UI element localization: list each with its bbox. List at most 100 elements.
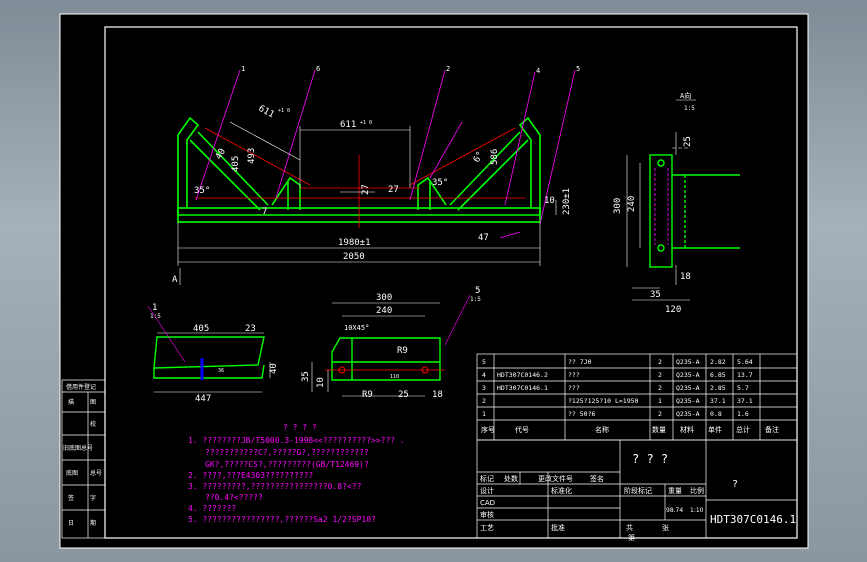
tb-file: 更改文件号	[538, 474, 573, 483]
bom-cell-name: ?125?125?10 L=1950	[568, 397, 639, 405]
inner-frame	[104, 26, 798, 539]
bom-cell-name: ???	[568, 371, 580, 379]
leader-label-2: 2	[446, 65, 450, 73]
tb-q: ?	[732, 479, 738, 490]
main-view: 2050 1980±1 611 +1 0 611 +1 0 405 493 58…	[172, 65, 580, 285]
dim-slope-tol: +1 0	[278, 108, 290, 114]
strip-cell-10: 期	[90, 519, 96, 527]
tb-scale-val: 1:10	[690, 507, 704, 514]
detail5-dim-18: 18	[432, 390, 443, 400]
strip-cell-4: 旧底图总号	[63, 444, 93, 452]
view-a-title: A向	[680, 91, 691, 100]
notes-line-5: 3. ?????????,????????????????0.8?<??	[188, 482, 362, 491]
bom-cell-mat: Q235-A	[676, 358, 700, 366]
dim-e: 6°	[472, 150, 486, 164]
tb-design: 设计	[480, 486, 494, 495]
dim-height-a: 405	[231, 156, 241, 172]
bom-h-w2: 总计	[736, 425, 750, 434]
tb-weight-val: 98.74	[666, 507, 683, 514]
notes-line-7: 4. ???????	[188, 504, 236, 513]
view-a-dim-18: 18	[680, 272, 691, 282]
notes-title: ? ? ? ?	[283, 423, 317, 432]
detail1-dim-23: 23	[245, 324, 256, 334]
leader-label-1: 1	[241, 65, 245, 73]
bom-cell-w1: 37.1	[710, 397, 726, 405]
dim-height-b: 493	[247, 148, 257, 164]
detail1-dim-405: 405	[193, 324, 209, 334]
detail-5: 300 240 10X45° R9 R9 110 35 10 25 18 5 1…	[301, 286, 481, 400]
tb-scale: 比例	[690, 486, 704, 495]
detail5-chamfer: 10X45°	[344, 324, 369, 332]
bom-h-no: 序号	[481, 425, 495, 434]
view-a-dim-25: 25	[683, 136, 693, 147]
detail5-dim-10: 10	[316, 377, 326, 388]
dim-angle-right: 35°	[432, 178, 448, 188]
notes-line-3: GK?,?????CS?,?????????(GB/T12469)?	[205, 460, 369, 469]
tb-mark: 标记	[480, 474, 494, 483]
leader-label-4: 4	[536, 67, 540, 75]
notes-line-4: 2. ????,???E4303??????????	[188, 471, 313, 480]
bom-h-name: 名称	[595, 425, 609, 434]
dim-27-a: 27	[361, 184, 371, 195]
strip-cell-2: 图	[90, 399, 96, 406]
leader-label-6: 6	[316, 65, 320, 73]
tb-qty: 处数	[504, 474, 518, 483]
bom-cell-qty: 2	[658, 410, 662, 418]
dim-overall: 2050	[343, 252, 365, 262]
bom-cell-no: 1	[482, 410, 486, 418]
bom-cell-mat: Q235-A	[676, 410, 700, 418]
view-a-dim-240: 240	[627, 196, 637, 212]
left-wing	[177, 116, 200, 215]
detail-1: 1 1:5 405 23 40 447 36	[147, 303, 279, 404]
detail1-dim-36: 36	[218, 368, 224, 374]
tb-check: 审核	[480, 510, 494, 519]
dim-7: 7	[262, 207, 267, 217]
strip-header: 借用件登记	[66, 383, 96, 391]
bom-cell-no: 2	[482, 397, 486, 405]
bom-cell-no: 3	[482, 384, 486, 392]
bom-cell-w2: 1.6	[737, 410, 749, 418]
bom-cell-name: ???	[568, 384, 580, 392]
bom-h-mat: 材料	[680, 425, 694, 434]
view-a-dim-300: 300	[613, 198, 623, 214]
bom-cell-w1: 2.82	[710, 358, 726, 366]
bom-cell-w2: 37.1	[737, 397, 753, 405]
strip-cell-6: 总号	[90, 469, 102, 477]
detail1-dim-447: 447	[195, 394, 211, 404]
bom-cell-w1: 0.8	[710, 410, 722, 418]
dim-230: 230±1	[562, 188, 572, 215]
dim-center: 611	[340, 120, 356, 130]
bom-h-w1: 单件	[708, 425, 722, 434]
dim-height-c: 586	[490, 149, 500, 165]
dim-left-40: 40	[214, 147, 228, 161]
leader-label-5: 5	[576, 65, 580, 73]
strip-cell-3: 校	[90, 420, 96, 428]
strip-cell-7: 签	[68, 494, 74, 502]
tb-stage: 阶段标记	[624, 486, 652, 495]
notes-line-1: 1. ????????JB/T5000.3-1998<<??????????>>…	[188, 436, 405, 445]
bom-cell-code: HDT307C0146.1	[497, 384, 548, 392]
detail1-scale: 1:5	[150, 313, 161, 320]
bom-cell-mat: Q235-A	[676, 371, 700, 379]
strip-cell-1: 描	[68, 398, 74, 406]
tb-part-name: ? ? ?	[632, 452, 668, 466]
left-register-strip: 借用件登记 描 图 校 旧底图总号 底图 总号 签 字 日 期	[61, 379, 106, 539]
tb-drawing-no: HDT307C0146.1	[710, 513, 796, 526]
title-block: 标记 处数 更改文件号 签名 设计 标准化 CAD 审核 工艺 批准 阶段标记 …	[476, 439, 798, 542]
detail1-ref: 1	[152, 303, 157, 313]
detail5-dim-25: 25	[398, 390, 409, 400]
bom-cell-w2: 13.7	[737, 371, 753, 379]
bom-h-remark: 备注	[765, 425, 779, 434]
bom-h-qty: 数量	[652, 425, 666, 434]
tb-weight: 重量	[668, 487, 682, 495]
detail5-ref: 5	[475, 286, 480, 296]
bom-h-code: 代号	[515, 425, 529, 434]
view-a-scale: 1:5	[684, 105, 695, 112]
tb-sheet: 张	[662, 523, 669, 532]
detail5-dim-110: 110	[390, 374, 399, 380]
notes-line-2: ???????????C?,?????G?,????????????	[205, 448, 369, 457]
bom-cell-qty: 2	[658, 371, 662, 379]
detail1-dim-40: 40	[269, 363, 279, 374]
tb-approve: 批准	[551, 523, 565, 532]
